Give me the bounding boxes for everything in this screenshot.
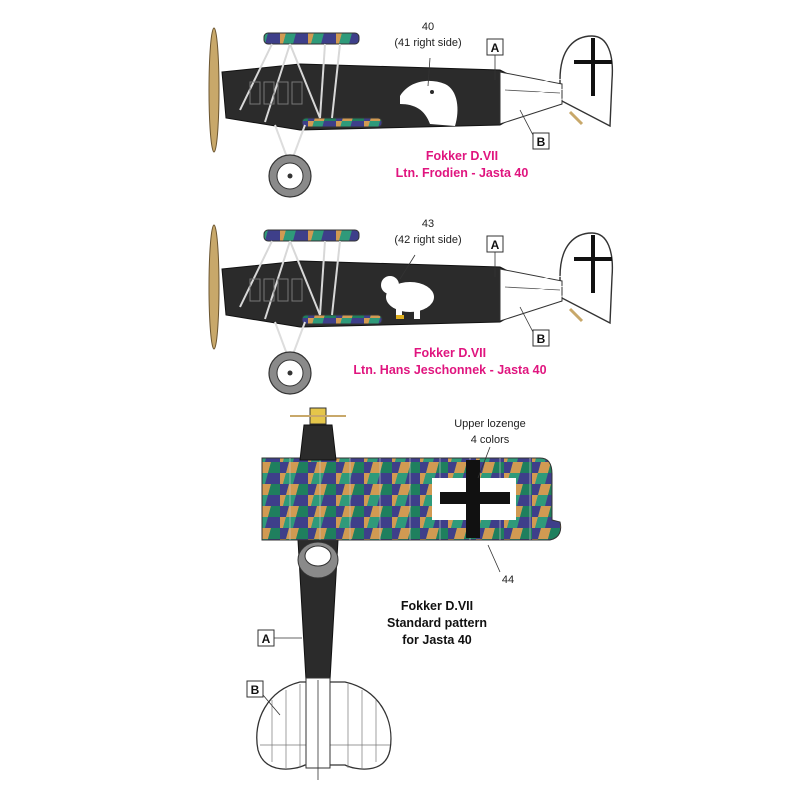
iron-cross <box>432 460 516 538</box>
aircraft-2-caption-pilot: Ltn. Hans Jeschonnek - Jasta 40 <box>353 363 546 377</box>
upper-wing <box>263 229 360 242</box>
bear-emblem <box>381 276 434 319</box>
tail-fin <box>559 232 614 325</box>
eagle-emblem <box>400 80 458 126</box>
top-view-number: 44 <box>502 574 514 586</box>
white-rear-fuselage <box>499 268 563 322</box>
aircraft-2-caption-type: Fokker D.VII <box>414 346 486 360</box>
upper-lozenge-label: Upper lozenge <box>454 418 526 430</box>
upper-wing <box>263 32 360 45</box>
marker-a: A <box>262 632 271 646</box>
propeller <box>208 27 220 153</box>
aircraft-1-caption-pilot: Ltn. Frodien - Jasta 40 <box>396 166 529 180</box>
engine-louvres <box>249 278 303 302</box>
aircraft-1-number-note: (41 right side) <box>394 37 461 49</box>
propeller <box>208 224 220 350</box>
aircraft-1-profile: 40 (41 right side) A B Fokker D.VII Ltn.… <box>208 21 614 198</box>
aircraft-2-number-note: (42 right side) <box>394 234 461 246</box>
lower-wing <box>301 117 383 128</box>
marker-a: A <box>491 41 500 55</box>
upper-lozenge-colors: 4 colors <box>471 434 510 446</box>
marker-b: B <box>537 135 546 149</box>
aircraft-2-profile: 43 (42 right side) A B Fokker D.VII Ltn.… <box>208 218 614 395</box>
aircraft-2-number: 43 <box>422 218 434 230</box>
control-wires <box>519 274 573 302</box>
marker-b: B <box>537 332 546 346</box>
lower-wing <box>301 314 383 325</box>
white-rear-fuselage <box>499 71 563 125</box>
wing-struts <box>239 43 341 123</box>
tail-fin <box>559 35 614 128</box>
top-view-caption-unit: for Jasta 40 <box>402 633 472 647</box>
top-view: Upper lozenge 4 colors 44 A B Fokker D.V… <box>246 407 562 780</box>
wing-struts <box>239 240 341 320</box>
aircraft-1-caption-type: Fokker D.VII <box>426 149 498 163</box>
top-view-caption-pattern: Standard pattern <box>387 616 487 630</box>
engine-louvres <box>249 81 303 105</box>
control-wires <box>519 77 573 105</box>
top-view-caption-type: Fokker D.VII <box>401 599 473 613</box>
aircraft-1-number: 40 <box>422 21 434 33</box>
marker-b: B <box>251 683 260 697</box>
engine-cowling <box>299 424 337 461</box>
marker-a: A <box>491 238 500 252</box>
